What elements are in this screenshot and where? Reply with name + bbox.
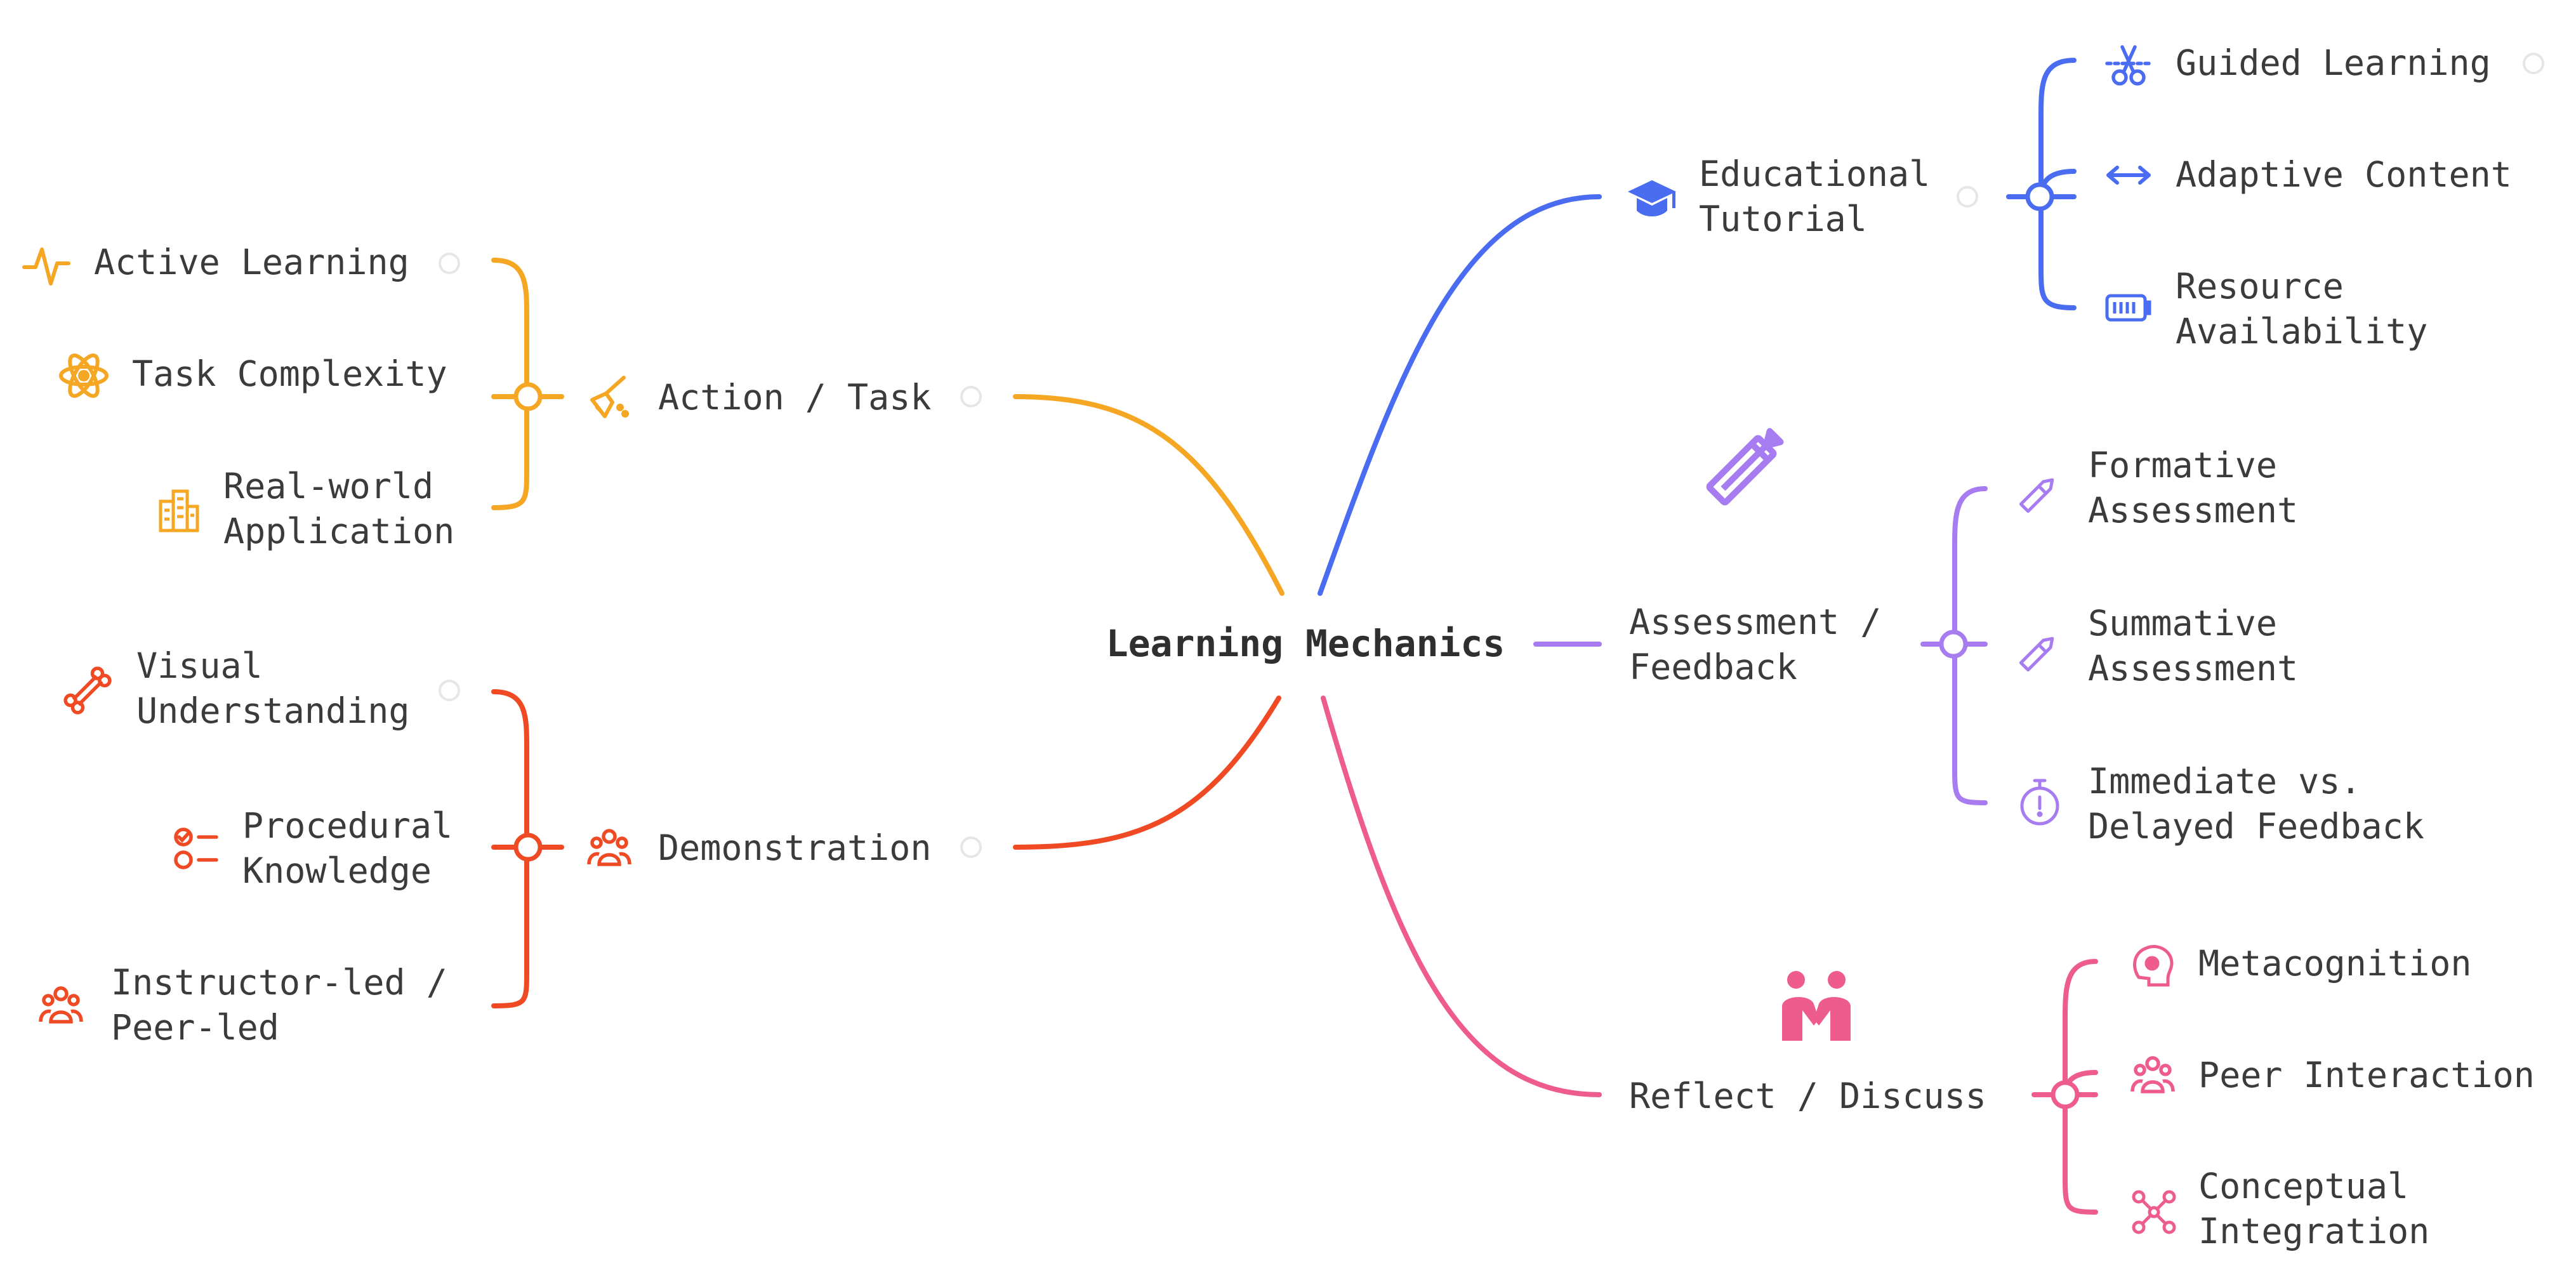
collapse-toggle-active-learning[interactable]: [439, 253, 460, 274]
bracket-assessment: [1952, 486, 1988, 805]
child-formative-line1[interactable]: Formative: [2088, 445, 2277, 485]
group-icon: [2130, 1056, 2175, 1093]
child-visual-line1[interactable]: Visual: [136, 645, 263, 686]
branch-action-label[interactable]: Action / Task: [658, 377, 931, 418]
child-summative-line1[interactable]: Summative: [2088, 603, 2277, 643]
branch-tutorial-line1[interactable]: Educational: [1699, 154, 1930, 194]
group-icon: [39, 986, 83, 1024]
stopwatch-icon: [2020, 779, 2059, 826]
junction-reflect[interactable]: [2051, 1080, 2080, 1109]
connector-center-action: [1013, 394, 1285, 596]
child-active-learning-label[interactable]: Active Learning: [94, 242, 409, 282]
pencil-icon: [1706, 428, 1784, 506]
branch-assessment-line1[interactable]: Assessment /: [1629, 602, 1881, 642]
connector-center-reflect: [1321, 696, 1602, 1097]
child-conceptual-line1[interactable]: Conceptual: [2198, 1166, 2408, 1206]
child-metacognition-label[interactable]: Metacognition: [2198, 943, 2471, 984]
child-instructor-line2[interactable]: Peer-led: [111, 1007, 279, 1048]
child-resource-line2[interactable]: Availability: [2176, 311, 2427, 352]
child-conceptual-line2[interactable]: Integration: [2198, 1211, 2429, 1251]
atom-icon: [59, 353, 109, 398]
branch-reflect: Reflect / Discuss Metacognition Peer Int…: [1629, 943, 2535, 1251]
connector-center-tutorial: [1318, 194, 1602, 596]
collapse-toggle-action[interactable]: [960, 386, 982, 407]
branch-reflect-label[interactable]: Reflect / Discuss: [1629, 1076, 1986, 1116]
center-node-label[interactable]: Learning Mechanics: [1106, 622, 1505, 665]
collapse-toggle-guided[interactable]: [2523, 53, 2544, 74]
connector-center-demonstration: [1013, 696, 1281, 850]
child-procedural-line1[interactable]: Procedural: [242, 805, 452, 846]
branch-assessment-line2[interactable]: Feedback: [1629, 647, 1797, 687]
child-visual-line2[interactable]: Understanding: [136, 690, 409, 731]
network-icon: [2132, 1190, 2176, 1234]
collapse-toggle-demonstration[interactable]: [960, 836, 982, 858]
child-guided-learning-label[interactable]: Guided Learning: [2176, 43, 2491, 83]
bracket-demonstration: [491, 689, 529, 1008]
branch-demonstration: Demonstration Visual Understanding Proce…: [39, 645, 982, 1048]
resize-horizontal-icon: [2106, 166, 2151, 185]
child-immediate-line2[interactable]: Delayed Feedback: [2088, 806, 2424, 847]
pulse-icon: [22, 247, 70, 286]
child-real-world-line1[interactable]: Real-world: [223, 466, 433, 506]
branch-demonstration-label[interactable]: Demonstration: [658, 828, 931, 868]
pencil-icon: [2019, 637, 2054, 672]
child-instructor-line1[interactable]: Instructor-led /: [111, 962, 447, 1003]
scissors-icon: [2105, 45, 2152, 86]
branch-action: Action / Task Active Learning Task Compl…: [22, 242, 982, 551]
brain-gear-icon: [2133, 945, 2174, 987]
graduation-cap-icon: [1628, 180, 1676, 216]
group-icon: [587, 829, 631, 866]
building-icon: [159, 489, 199, 532]
branch-assessment: Assessment / Feedback Formative Assessme…: [1629, 428, 2424, 847]
child-task-complexity-label[interactable]: Task Complexity: [132, 353, 447, 394]
bone-icon: [63, 666, 112, 715]
bracket-tutorial: [2038, 58, 2077, 310]
bracket-action: [491, 258, 529, 510]
collapse-toggle-tutorial[interactable]: [1957, 186, 1978, 208]
junction-action[interactable]: [513, 382, 543, 411]
child-resource-line1[interactable]: Resource: [2176, 266, 2344, 307]
handshake-icon: [1782, 971, 1851, 1041]
child-adaptive-content-label[interactable]: Adaptive Content: [2176, 154, 2512, 195]
broom-icon: [590, 376, 629, 418]
child-procedural-line2[interactable]: Knowledge: [242, 850, 432, 891]
junction-tutorial[interactable]: [2025, 182, 2054, 211]
child-peer-interaction-label[interactable]: Peer Interaction: [2198, 1055, 2535, 1095]
branch-tutorial: Educational Tutorial Guided Learning Ada…: [1628, 43, 2544, 352]
bracket-reflect: [2063, 959, 2098, 1215]
child-formative-line2[interactable]: Assessment: [2088, 490, 2298, 531]
collapse-toggle-visual[interactable]: [439, 680, 460, 701]
junction-demonstration[interactable]: [513, 833, 543, 862]
checklist-icon: [174, 828, 218, 869]
branch-tutorial-line2[interactable]: Tutorial: [1699, 199, 1867, 239]
child-summative-line2[interactable]: Assessment: [2088, 648, 2298, 689]
child-immediate-line1[interactable]: Immediate vs.: [2088, 761, 2361, 802]
junction-assessment[interactable]: [1939, 630, 1968, 659]
pencil-icon: [2019, 478, 2054, 513]
child-real-world-line2[interactable]: Application: [223, 511, 454, 551]
battery-icon: [2105, 294, 2151, 322]
